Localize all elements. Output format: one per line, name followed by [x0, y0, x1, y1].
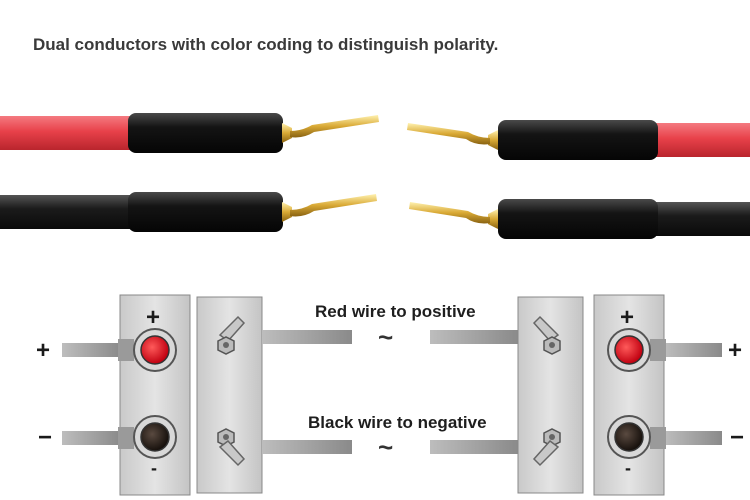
right-plug-panel: [430, 296, 584, 494]
right-outer-plus: +: [728, 337, 743, 364]
black-cable-right: [409, 199, 750, 239]
black-cable-left: [0, 192, 377, 232]
left-inner-minus: -: [151, 458, 157, 478]
cable-photo: [0, 113, 750, 239]
left-plug-panel: [196, 296, 352, 494]
right-device-panel: [593, 294, 722, 496]
left-inner-plus: +: [146, 304, 161, 331]
tilde-top: ~: [378, 322, 394, 352]
right-outer-minus: −: [730, 424, 745, 451]
tilde-bottom: ~: [378, 432, 394, 462]
red-cable-right: [407, 120, 750, 160]
right-inner-minus: -: [625, 458, 631, 478]
right-inner-plus: +: [620, 304, 635, 331]
left-outer-minus: −: [38, 424, 53, 451]
caption: Dual conductors with color coding to dis…: [33, 35, 499, 54]
wiring-diagram: [62, 294, 722, 496]
red-cable-left: [0, 113, 379, 153]
red-wire-label: Red wire to positive: [315, 302, 476, 321]
black-wire-label: Black wire to negative: [308, 413, 487, 432]
left-outer-plus: +: [36, 337, 51, 364]
left-device-panel: [62, 294, 191, 496]
